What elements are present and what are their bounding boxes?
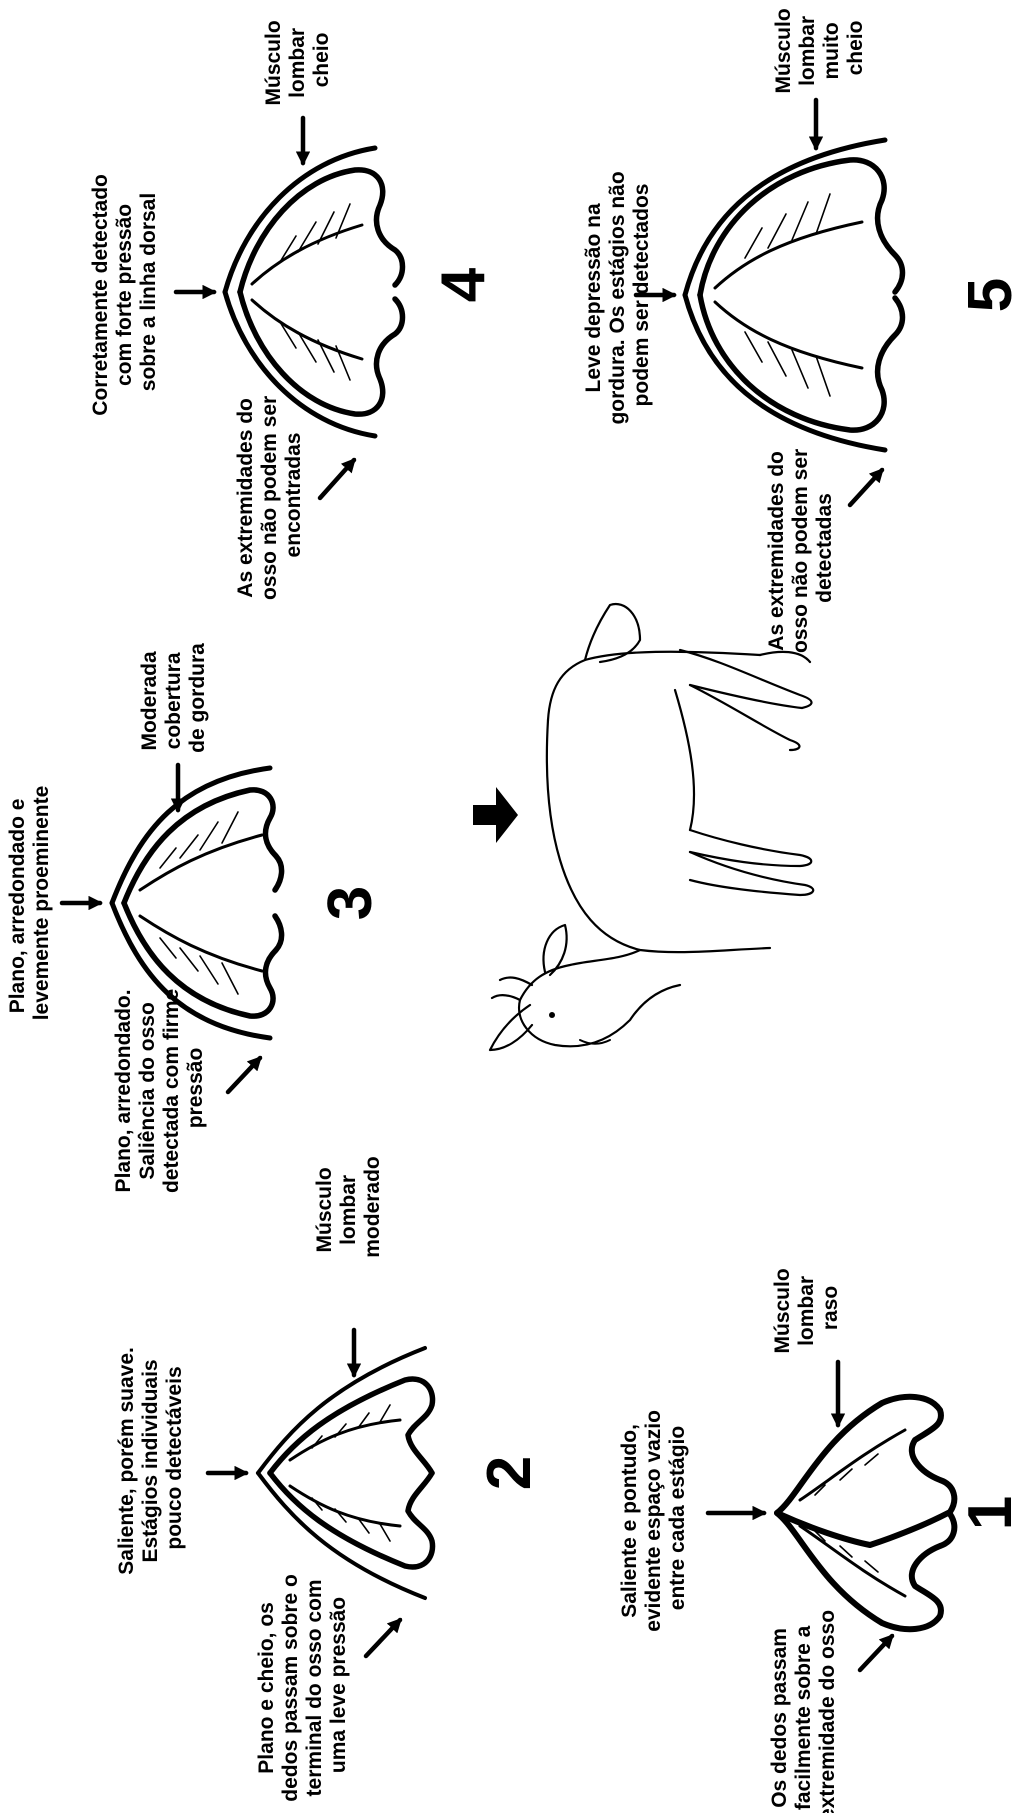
stage-3-number: 3 xyxy=(316,886,385,920)
stage-5-muscle-label: Músculo lombar muito cheio xyxy=(772,2,867,93)
stage-5-number: 5 xyxy=(956,278,1021,312)
stage-4-muscle-label: Músculo lombar cheio xyxy=(262,14,333,105)
stage-4-spine-label: Corretamente detectado com forte pressão… xyxy=(89,168,160,415)
stage-2-bone-tip-arrow xyxy=(366,1620,400,1656)
stage-5-spine-label: Leve depressão na gordura. Os estágios n… xyxy=(582,165,653,424)
stage-1-bone-tip-arrow xyxy=(860,1636,892,1670)
stage-4-number: 4 xyxy=(429,267,498,302)
stage-1: 1 Saliente e pontudo, evidente espaço va… xyxy=(618,1262,1021,1813)
stage-5-bone-tip-arrow xyxy=(850,470,882,505)
stage-4-bone-tip-label: As extremidades do osso não podem ser en… xyxy=(234,390,305,600)
stage-1-muscle-label: Músculo lombar raso xyxy=(771,1262,842,1353)
stage-2-hatching xyxy=(312,1405,390,1541)
stage-5-cross-section xyxy=(685,140,903,450)
stage-3: 3 Plano, arredondado e levemente proemin… xyxy=(6,643,385,1193)
goat-illustration xyxy=(473,604,813,1050)
stage-3-muscle-label: Moderada cobertura de gordura xyxy=(138,643,209,753)
stage-1-spine-label: Saliente e pontudo, evidente espaço vazi… xyxy=(618,1404,689,1632)
stage-3-hatching xyxy=(160,812,238,994)
stage-4-hatching xyxy=(280,204,350,380)
stage-1-hatching xyxy=(815,1454,878,1572)
stage-2-number: 2 xyxy=(475,1456,544,1490)
stage-2: 2 Saliente, porém suave. Estágios indivi… xyxy=(115,1156,544,1801)
stage-3-spine-label: Plano, arredondado e levemente proeminen… xyxy=(6,786,53,1021)
stage-5-bone-tip-label: As extremidades do osso não podem ser de… xyxy=(765,443,836,653)
stage-4-bone-tip-arrow xyxy=(320,460,354,498)
stage-2-muscle-label: Músculo lombar moderado xyxy=(313,1156,384,1258)
stage-1-cross-section xyxy=(777,1397,954,1629)
stage-5-hatching xyxy=(745,194,830,396)
stage-1-bone-tip-label: Os dedos passam facilmente sobre a extre… xyxy=(768,1610,839,1813)
stage-4: 4 Corretamente detectado com forte press… xyxy=(89,14,498,600)
stage-2-cross-section xyxy=(258,1348,433,1598)
loin-position-arrow xyxy=(473,787,518,843)
stage-2-bone-tip-label: Plano e cheio, os dedos passam sobre o t… xyxy=(255,1568,350,1801)
stage-3-bone-tip-arrow xyxy=(228,1058,260,1092)
stage-5: 5 Leve depressão na gordura. Os estágios… xyxy=(582,2,1021,653)
stage-1-number: 1 xyxy=(956,1496,1021,1530)
stage-2-spine-label: Saliente, porém suave. Estágios individu… xyxy=(115,1341,186,1574)
